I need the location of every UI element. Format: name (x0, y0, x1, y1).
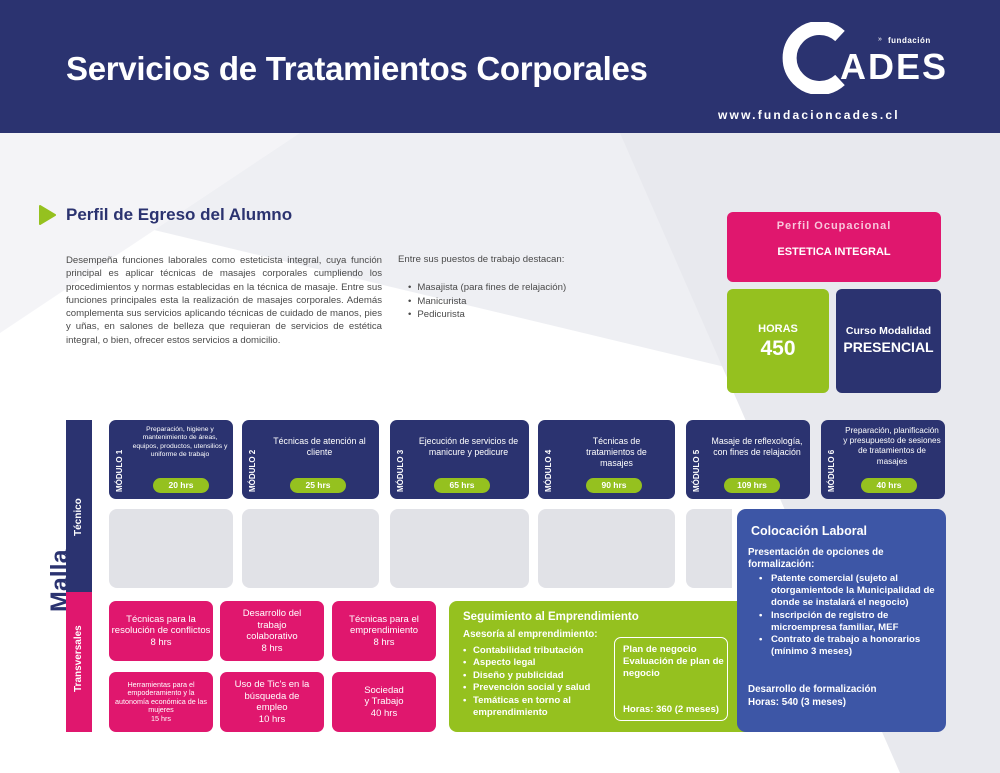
modalidad-value: PRESENCIAL (843, 339, 934, 355)
tecnico-label: Técnico (73, 498, 84, 536)
transversal-hours: 40 hrs (370, 707, 398, 719)
transversal-hours: 8 hrs (150, 636, 172, 648)
perfil-description: Desempeña funciones laborales como estet… (66, 255, 382, 346)
empty-slot (109, 509, 233, 588)
transversal-text: Desarrollo del trabajo colaborativo (242, 608, 302, 642)
seguimiento-title: Seguimiento al Emprendimiento (463, 611, 639, 623)
colocacion-laboral-box: Colocación Laboral Presentación de opcio… (737, 509, 946, 732)
list-item: Manicurista (408, 295, 566, 309)
module-number: MÓDULO 1 (115, 449, 124, 492)
logo-arrows-icon: » (878, 36, 882, 43)
transversal-module: Herramientas para el empoderamiento y la… (109, 672, 213, 732)
horas-label: HORAS (758, 323, 798, 335)
module-number: MÓDULO 5 (692, 449, 701, 492)
module-1: MÓDULO 1 Preparación, higiene y mantenim… (109, 420, 233, 499)
perfil-ocupacional-subtitle: ESTETICA INTEGRAL (777, 246, 891, 258)
transversal-hours: 8 hrs (261, 642, 283, 654)
seguimiento-subtitle: Asesoría al emprendimiento: (463, 629, 598, 640)
plan-negocio-box: Plan de negocio Evaluación de plan de ne… (614, 637, 728, 721)
plan-line-2: Evaluación de plan de negocio (623, 656, 724, 680)
modalidad-label: Curso Modalidad (845, 325, 932, 337)
horas-value: 450 (760, 337, 796, 360)
play-icon (39, 205, 56, 225)
list-item: Inscripción de registro de microempresa … (759, 610, 941, 634)
transversal-text: Uso de Tic's en la búsqueda de empleo (234, 679, 310, 713)
module-text: Masaje de reflexología, con fines de rel… (711, 436, 803, 457)
seguimiento-box: Seguimiento al Emprendimiento Asesoría a… (449, 601, 779, 732)
list-item: Prevención social y salud (463, 682, 603, 695)
logo-fundacion: fundación (888, 36, 931, 45)
empty-slot (538, 509, 675, 588)
list-item: Temáticas en torno al emprendimiento (463, 695, 603, 720)
colocacion-title: Colocación Laboral (751, 524, 867, 538)
module-number: MÓDULO 4 (544, 449, 553, 492)
jobs-list: Masajista (para fines de relajación) Man… (408, 281, 566, 322)
horas-box: HORAS 450 (727, 289, 829, 393)
transversal-hours: 15 hrs (151, 713, 171, 723)
perfil-egreso-title: Perfil de Egreso del Alumno (66, 205, 293, 224)
empty-slot (390, 509, 529, 588)
list-item: Contrato de trabajo a honorarios (mínimo… (759, 634, 941, 658)
cades-logo: » fundación ADES (780, 22, 950, 102)
module-hours-badge: 90 hrs (586, 478, 642, 493)
transversal-text: Herramientas para el empoderamiento y la… (115, 679, 207, 715)
list-item: Pedicurista (408, 308, 566, 322)
logo-c-mark (782, 22, 845, 94)
colocacion-footer-2: Horas: 540 (3 meses) (748, 697, 847, 708)
website-url[interactable]: www.fundacioncades.cl (718, 108, 900, 122)
perfil-ocupacional-box: Perfil Ocupacional ESTETICA INTEGRAL (727, 212, 941, 282)
colocacion-subtitle: Presentación de opciones de formalizació… (748, 547, 884, 571)
empty-slot (242, 509, 379, 588)
colocacion-list: Patente comercial (sujeto al otorgamient… (759, 573, 941, 658)
list-item: Diseño y publicidad (463, 670, 603, 683)
module-hours-badge: 40 hrs (861, 478, 917, 493)
transversal-module: Técnicas para la resolución de conflicto… (109, 601, 213, 661)
module-4: MÓDULO 4 Técnicas de tratamientos de mas… (538, 420, 675, 499)
module-hours-badge: 65 hrs (434, 478, 490, 493)
transversal-text: Técnicas para la resolución de conflicto… (111, 613, 211, 637)
list-item: Contabilidad tributación (463, 645, 603, 658)
empty-slot (686, 509, 732, 588)
module-6: MÓDULO 6 Preparación, planificación y pr… (821, 420, 945, 499)
colocacion-footer-1: Desarrollo de formalización (748, 684, 877, 695)
module-3: MÓDULO 3 Ejecución de servicios de manic… (390, 420, 529, 499)
seguimiento-list: Contabilidad tributación Aspecto legal D… (463, 645, 603, 719)
module-5: MÓDULO 5 Masaje de reflexología, con fin… (686, 420, 810, 499)
transversal-hours: 10 hrs (258, 713, 286, 725)
module-text: Técnicas de atención al cliente (273, 436, 366, 457)
list-item: Patente comercial (sujeto al otorgamient… (759, 573, 941, 610)
module-number: MÓDULO 3 (396, 449, 405, 492)
transversal-text: Técnicas para el emprendimiento (349, 613, 419, 637)
jobs-intro: Entre sus puestos de trabajo destacan: (398, 254, 565, 265)
transversal-text: Sociedad y Trabajo (364, 684, 404, 708)
transversales-bar: Transversales (66, 592, 92, 732)
plan-line-1: Plan de negocio (623, 644, 697, 655)
module-text: Técnicas de tratamientos de masajes (586, 436, 647, 468)
module-number: MÓDULO 6 (827, 449, 836, 492)
module-text: Preparación, higiene y mantenimiento de … (132, 426, 228, 458)
transversales-label: Transversales (73, 625, 84, 692)
module-text: Preparación, planificación y presupuesto… (843, 426, 941, 466)
module-number: MÓDULO 2 (248, 449, 257, 492)
plan-hours: Horas: 360 (2 meses) (623, 704, 719, 715)
page-title: Servicios de Tratamientos Corporales (66, 50, 648, 87)
module-2: MÓDULO 2 Técnicas de atención al cliente… (242, 420, 379, 499)
perfil-ocupacional-title: Perfil Ocupacional (776, 220, 892, 232)
module-hours-badge: 109 hrs (724, 478, 780, 493)
module-hours-badge: 25 hrs (290, 478, 346, 493)
list-item: Masajista (para fines de relajación) (408, 281, 566, 295)
plan-negocio-text: Plan de negocio Evaluación de plan de ne… (623, 644, 727, 681)
module-text: Ejecución de servicios de manicure y ped… (418, 436, 519, 457)
header-banner (0, 0, 1000, 133)
modalidad-box: Curso Modalidad PRESENCIAL (836, 289, 941, 393)
module-hours-badge: 20 hrs (153, 478, 209, 493)
tecnico-bar: Técnico (66, 420, 92, 592)
logo-brand-text: ADES (840, 46, 949, 87)
transversal-hours: 8 hrs (373, 636, 395, 648)
list-item: Aspecto legal (463, 657, 603, 670)
